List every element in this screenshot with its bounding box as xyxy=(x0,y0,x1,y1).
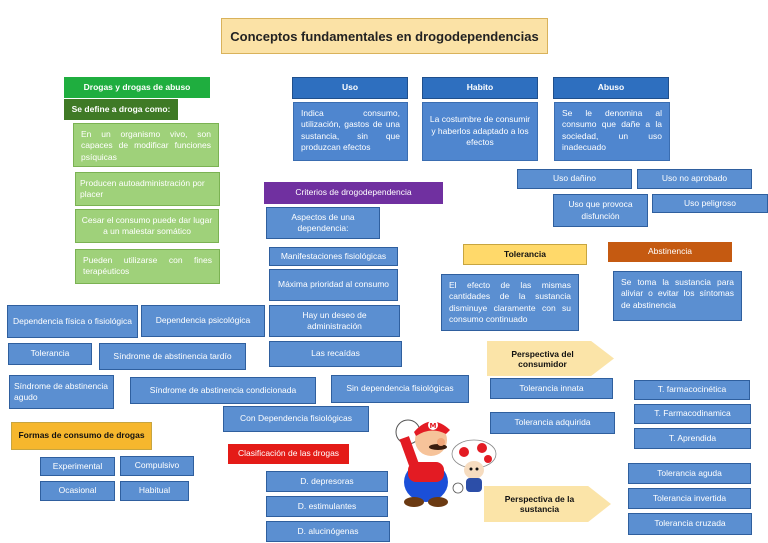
uso-disfuncion: Uso que provoca disfunción xyxy=(553,194,648,227)
tolerancia-descripcion: El efecto de las mismas cantidades de la… xyxy=(441,274,579,331)
definicion-malestar: Cesar el consumo puede dar lugar a un ma… xyxy=(75,209,219,243)
clasificacion-header: Clasificación de las drogas xyxy=(228,444,349,464)
sindrome-condicionada: Síndrome de abstinencia condicionada xyxy=(130,377,316,404)
abuso-descripcion: Se le denomina al consumo que dañe a la … xyxy=(554,102,670,161)
t-aprendida: T. Aprendida xyxy=(634,428,751,449)
t-farmacocinetica: T. farmacocinética xyxy=(634,380,750,400)
perspectiva-sustancia: Perspectiva de la sustancia xyxy=(484,486,611,522)
uso-peligroso: Uso peligroso xyxy=(652,194,768,213)
uso-header: Uso xyxy=(292,77,408,99)
habito-descripcion: La costumbre de consumir y haberlos adap… xyxy=(422,102,538,161)
definicion-header: Se define a droga como: xyxy=(64,99,178,120)
forma-experimental: Experimental xyxy=(40,457,115,476)
tolerancia-izquierda: Tolerancia xyxy=(8,343,92,365)
abstinencia-header: Abstinencia xyxy=(608,242,732,262)
drogas-depresoras: D. depresoras xyxy=(266,471,388,492)
sin-dependencia: Sin dependencia fisiológicas xyxy=(331,375,469,403)
deseo-administracion: Hay un deseo de administración xyxy=(269,305,400,337)
uso-no-aprobado: Uso no aprobado xyxy=(637,169,752,189)
abuso-header: Abuso xyxy=(553,77,669,99)
dependencia-fisica: Dependencia física o fisiológica xyxy=(7,305,138,338)
aspectos-dependencia: Aspectos de una dependencia: xyxy=(266,207,380,239)
tolerancia-innata: Tolerancia innata xyxy=(490,378,613,399)
formas-consumo-header: Formas de consumo de drogas xyxy=(11,422,152,450)
habito-header: Habito xyxy=(422,77,538,99)
recaidas: Las recaídas xyxy=(269,341,402,367)
perspectiva-consumidor: Perspectiva del consumidor xyxy=(487,341,614,376)
tolerancia-invertida: Tolerancia invertida xyxy=(628,488,751,509)
criterios-header: Criterios de drogodependencia xyxy=(264,182,443,204)
definicion-autoadministracion: Producen autoadministración por placer xyxy=(75,172,220,206)
mario-illustration: M xyxy=(395,419,497,507)
tolerancia-aguda: Tolerancia aguda xyxy=(628,463,751,484)
uso-descripcion: Indica consumo, utilización, gastos de u… xyxy=(293,102,408,161)
forma-compulsivo: Compulsivo xyxy=(120,456,194,476)
tolerancia-cruzada: Tolerancia cruzada xyxy=(628,513,752,535)
svg-text:M: M xyxy=(430,422,437,430)
sindrome-tardio: Síndrome de abstinencia tardío xyxy=(99,343,246,370)
diagram-title: Conceptos fundamentales en drogodependen… xyxy=(221,18,548,54)
dependencia-psicologica: Dependencia psicológica xyxy=(141,305,265,337)
manifestaciones-fisiologicas: Manifestaciones fisiológicas xyxy=(269,247,398,266)
drogas-estimulantes: D. estimulantes xyxy=(266,496,388,517)
tolerancia-header: Tolerancia xyxy=(463,244,587,265)
abstinencia-descripcion: Se toma la sustancia para aliviar o evit… xyxy=(613,271,742,321)
t-farmacodinamica: T. Farmacodinamica xyxy=(634,404,751,424)
drogas-alucinogenas: D. alucinógenas xyxy=(266,521,390,542)
definicion-terapeuticos: Pueden utilizarse con fines terapéuticos xyxy=(75,249,220,284)
forma-ocasional: Ocasional xyxy=(40,481,115,501)
maxima-prioridad: Máxima prioridad al consumo xyxy=(269,269,398,301)
definicion-organismo: En un organismo vivo, son capaces de mod… xyxy=(73,123,219,167)
tolerancia-adquirida: Tolerancia adquirida xyxy=(490,412,615,434)
uso-danino: Uso dañino xyxy=(517,169,632,189)
sindrome-agudo: Síndrome de abstinencia agudo xyxy=(9,375,114,409)
forma-habitual: Habitual xyxy=(120,481,189,501)
drogas-abuso-header: Drogas y drogas de abuso xyxy=(64,77,210,98)
con-dependencia: Con Dependencia fisiológicas xyxy=(223,406,369,432)
